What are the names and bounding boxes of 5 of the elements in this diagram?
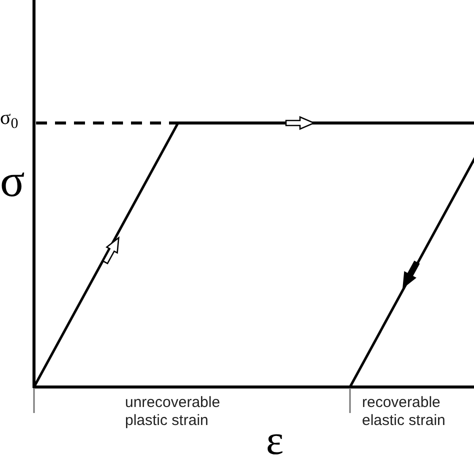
elastic-strain-label: recoverable elastic strain [362,394,446,430]
stress-yield-label: σ$_{0}$ [0,108,18,128]
stress-axis-label: σ [0,158,25,204]
strain-axis-label: ε [266,420,284,462]
plastic-strain-label: unrecoverable plastic strain [125,394,222,430]
